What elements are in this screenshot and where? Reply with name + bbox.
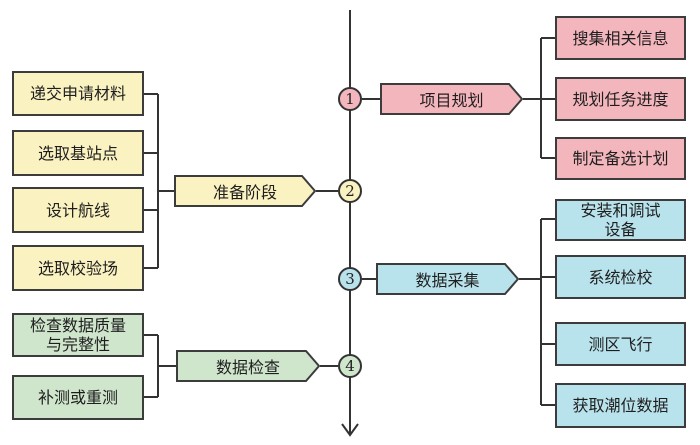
task-select-calibration-site: 选取校验场 <box>12 245 144 291</box>
task-survey-flight: 测区飞行 <box>555 322 686 366</box>
task-plan-schedule: 规划任务进度 <box>555 77 686 121</box>
phase-number: 3 <box>345 270 355 288</box>
task-tide-data: 获取潮位数据 <box>555 383 686 428</box>
task-alt-plan: 制定备选计划 <box>555 137 686 180</box>
phase-tag-data-collection: 数据采集 <box>376 263 519 295</box>
task-select-base-station: 选取基站点 <box>12 130 144 176</box>
phase-node-1: 1 <box>338 87 362 111</box>
phase-number: 4 <box>345 357 355 375</box>
phase-label: 数据采集 <box>415 271 480 290</box>
phase-label: 数据检查 <box>215 358 280 377</box>
task-system-calibration: 系统检校 <box>555 255 686 299</box>
phase-tag-data-check: 数据检查 <box>176 350 320 382</box>
phase-tag-project-planning: 项目规划 <box>380 83 523 115</box>
task-install-equipment: 安装和调试 设备 <box>555 199 686 241</box>
phase-node-2: 2 <box>338 179 362 203</box>
phase-node-4: 4 <box>338 354 362 378</box>
task-submit-materials: 递交申请材料 <box>12 71 144 116</box>
phase-tag-preparation: 准备阶段 <box>174 175 316 207</box>
timeline-arrowhead <box>341 423 359 437</box>
phase-node-3: 3 <box>338 267 362 291</box>
phase-number: 1 <box>345 90 355 108</box>
task-collect-info: 搜集相关信息 <box>555 16 686 60</box>
task-check-data-quality: 检查数据质量 与完整性 <box>12 313 144 357</box>
phase-label: 项目规划 <box>419 91 484 110</box>
task-resurvey: 补测或重测 <box>12 375 144 420</box>
task-design-route: 设计航线 <box>12 187 144 233</box>
phase-number: 2 <box>345 182 355 200</box>
phase-label: 准备阶段 <box>212 183 277 202</box>
